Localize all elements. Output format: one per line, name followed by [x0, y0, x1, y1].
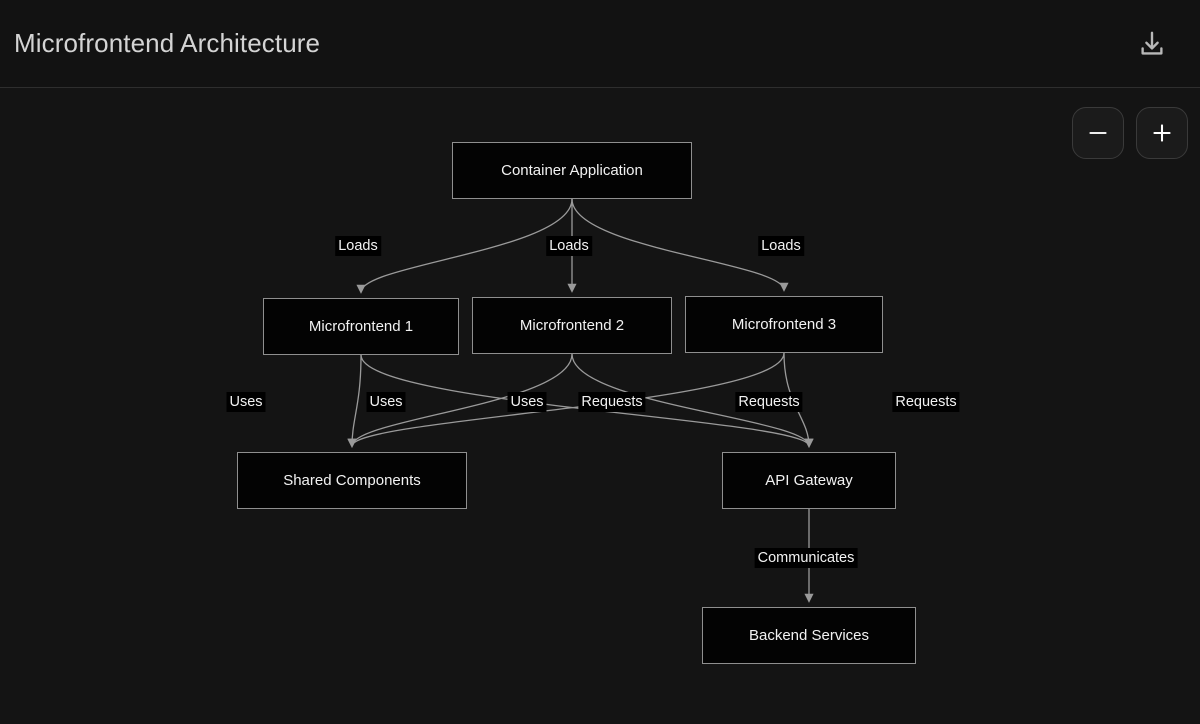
download-icon	[1137, 29, 1167, 59]
node-label: Container Application	[501, 162, 643, 179]
edge-mf1-to-apigw	[360, 354, 814, 448]
node-label: Microfrontend 1	[308, 318, 414, 335]
node-mf1[interactable]: Microfrontend 1	[263, 298, 459, 355]
node-container[interactable]: Container Application	[452, 142, 692, 199]
zoom-controls	[1072, 107, 1188, 159]
plus-icon	[1149, 120, 1175, 146]
node-label: API Gateway	[765, 472, 853, 489]
node-label: Microfrontend 3	[731, 316, 837, 333]
edge-container-to-mf1	[356, 198, 573, 294]
app-header: Microfrontend Architecture	[0, 0, 1200, 88]
node-mf3[interactable]: Microfrontend 3	[685, 296, 883, 353]
node-apigw[interactable]: API Gateway	[722, 452, 896, 509]
zoom-out-button[interactable]	[1072, 107, 1124, 159]
edge-mf3-to-shared	[347, 352, 785, 448]
edge-mf1-to-shared	[347, 354, 362, 448]
minus-icon	[1085, 120, 1111, 146]
zoom-in-button[interactable]	[1136, 107, 1188, 159]
node-label: Backend Services	[748, 627, 870, 644]
node-backend[interactable]: Backend Services	[702, 607, 916, 664]
page-title: Microfrontend Architecture	[14, 28, 321, 58]
edge-mf2-to-shared	[347, 353, 573, 448]
node-shared[interactable]: Shared Components	[237, 452, 467, 509]
download-button[interactable]	[1130, 22, 1174, 66]
node-label: Shared Components	[283, 472, 421, 489]
edge-mf2-to-apigw	[571, 353, 814, 448]
node-mf2[interactable]: Microfrontend 2	[472, 297, 672, 354]
node-label: Microfrontend 2	[519, 317, 625, 334]
edge-container-to-mf3	[571, 198, 789, 292]
